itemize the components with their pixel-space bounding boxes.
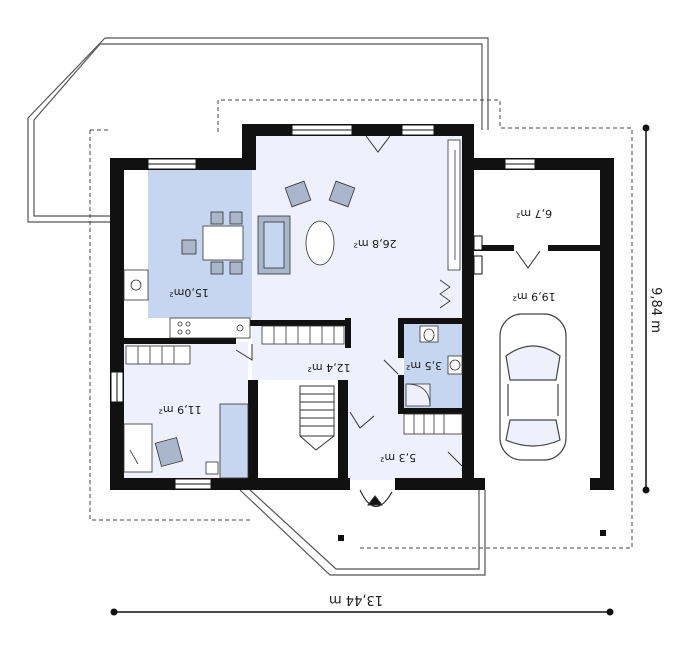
living-furniture <box>257 139 461 309</box>
dimension-depth: 9,84 m <box>642 124 663 494</box>
area-entrance: 5,3 m² <box>380 451 416 464</box>
area-office: 11,9 m² <box>158 403 201 416</box>
depth-label: 9,84 m <box>648 287 663 333</box>
width-label: 13,44 m <box>329 592 383 607</box>
terrace-entrance <box>239 489 486 576</box>
walls <box>110 124 614 490</box>
doors <box>235 135 541 507</box>
electric-panel-icon <box>473 235 483 275</box>
bathroom-fixtures <box>405 325 463 407</box>
area-garage: 19,9 m² <box>512 290 555 303</box>
entrance-door <box>359 489 393 507</box>
area-utility: 6,7 m² <box>516 207 552 220</box>
plot-outline <box>89 99 633 549</box>
column-marks <box>338 530 606 541</box>
wardrobes <box>125 325 463 435</box>
office-desk <box>123 403 249 479</box>
area-bathroom: 3,5 m² <box>406 359 442 372</box>
windows <box>110 124 536 490</box>
dining-set <box>181 211 244 275</box>
terrace-top-left <box>27 37 489 223</box>
area-dining: 15,0m² <box>169 286 209 299</box>
kitchen <box>123 269 251 339</box>
area-hall: 12,4 m² <box>307 361 350 374</box>
staircase <box>299 385 335 451</box>
dimension-width: 13,44 m <box>110 592 614 616</box>
car-icon <box>499 313 567 461</box>
area-living: 26,8 m² <box>353 237 396 250</box>
